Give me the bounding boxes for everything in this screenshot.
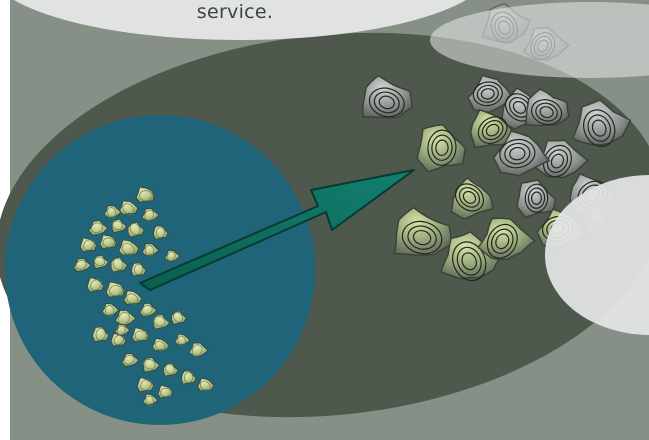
- blue-circle-region: [5, 115, 315, 425]
- caption-text: service.: [0, 0, 470, 22]
